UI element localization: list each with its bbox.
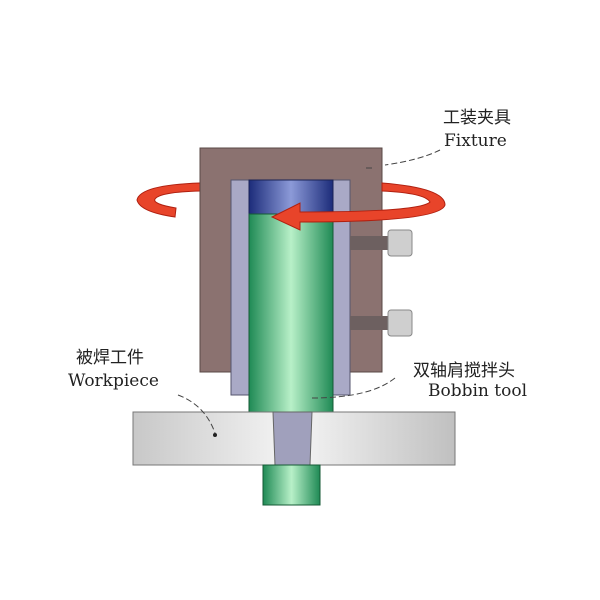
workpiece-label-cn: 被焊工件	[76, 348, 144, 368]
fixture-leader	[366, 149, 441, 169]
tool-leader	[311, 377, 396, 399]
workpiece-label-en: Workpiece	[68, 371, 159, 391]
fixture-label-en: Fixture	[444, 131, 507, 151]
workpiece-leader	[177, 394, 216, 434]
tool-body	[248, 213, 334, 413]
fixture-label-cn: 工装夹具	[443, 108, 511, 128]
tool-top-blue	[248, 179, 334, 215]
rotation-arrow-back	[136, 182, 201, 218]
bolt-icon	[350, 229, 413, 257]
bolt-icon	[350, 309, 413, 337]
tool-pin	[272, 411, 313, 466]
tool-bottom-shoulder	[262, 464, 321, 506]
rotation-arrow-front	[270, 182, 446, 231]
tool-label-en: Bobbin tool	[428, 381, 528, 401]
tool-label-cn: 双轴肩搅拌头	[413, 361, 515, 381]
